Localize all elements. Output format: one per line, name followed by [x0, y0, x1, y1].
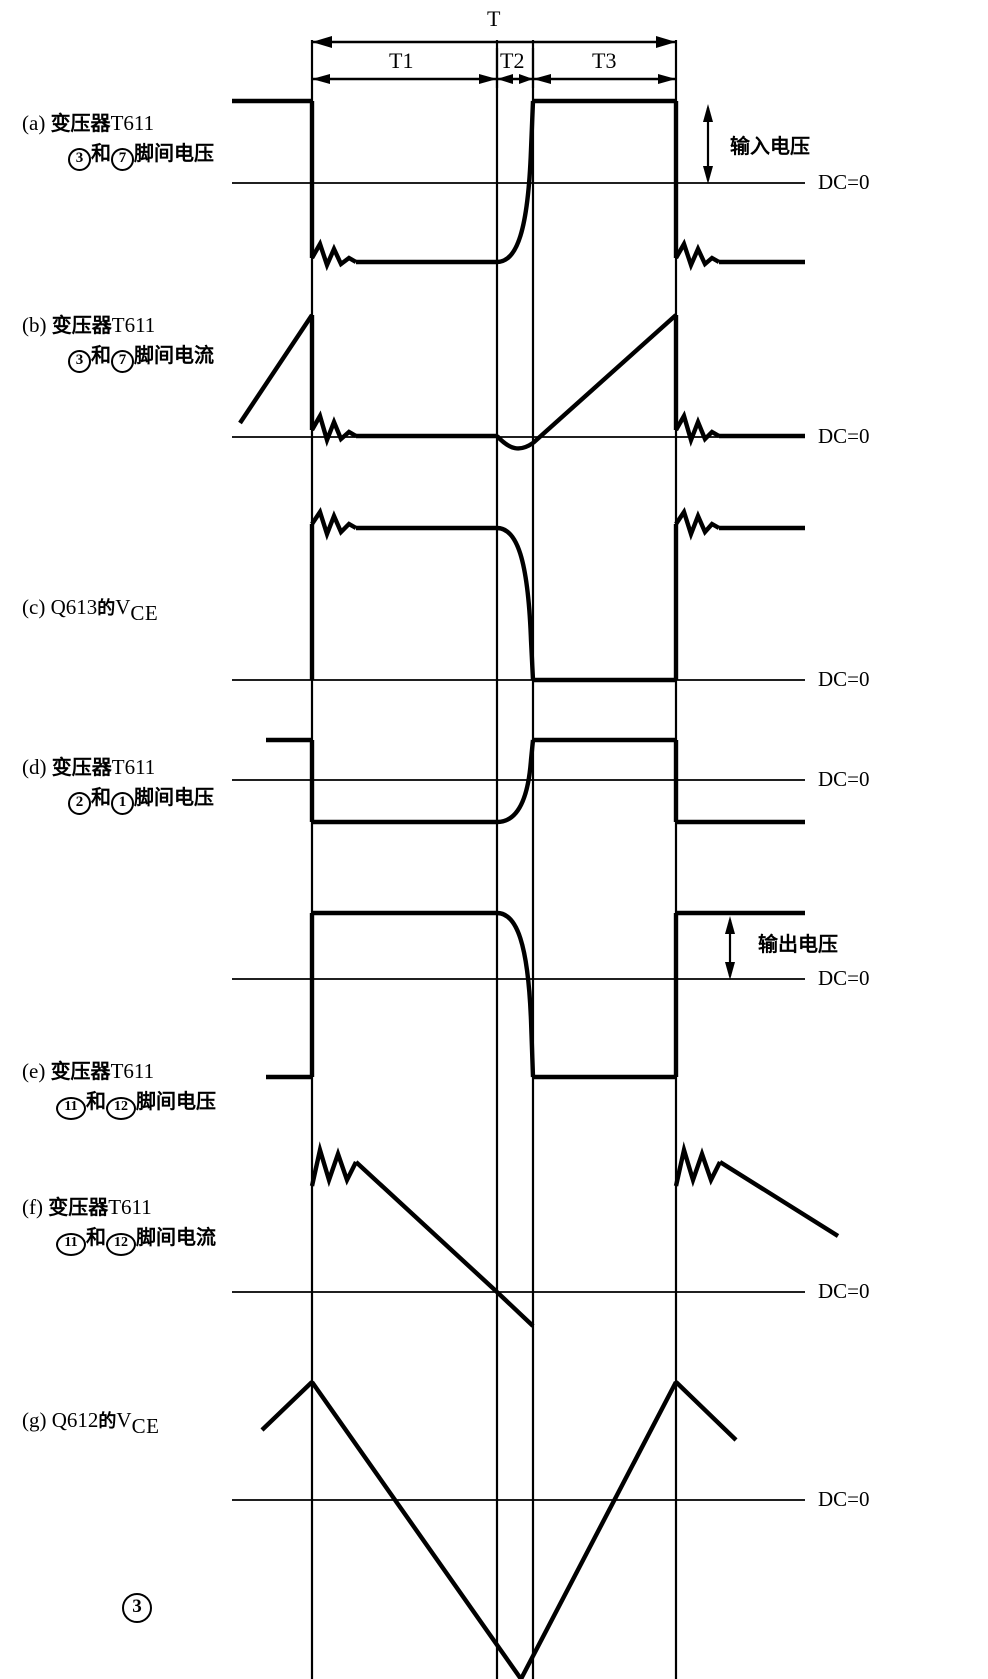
trace-label-c: (c) Q613的VCE — [22, 592, 158, 628]
interval-label-t2: T2 — [500, 48, 525, 73]
trace-f-part: T611 — [108, 1195, 152, 1219]
trace-e-line1-cn: 变压器 — [50, 1059, 111, 1083]
output-voltage-arrowheads — [725, 916, 735, 980]
input-voltage-label: 输入电压 — [730, 134, 810, 158]
trace-e-pin-a: 11 — [56, 1097, 86, 1120]
interval-brackets — [312, 48, 676, 88]
trace-a-line2-cn: 脚间电压 — [134, 141, 214, 165]
trace-tag-e: (e) — [22, 1059, 46, 1083]
trace-e-pin-b: 12 — [106, 1097, 136, 1120]
trace-a-conj: 和 — [91, 141, 111, 165]
trace-g-device: Q612 — [51, 1408, 99, 1432]
timing-gridlines — [310, 40, 678, 1679]
trace-e-part: T611 — [110, 1059, 155, 1083]
trace-c-device: Q613 — [50, 595, 98, 619]
baseline-label-b: DC=0 — [818, 424, 870, 448]
trace-tag-f: (f) — [22, 1195, 43, 1219]
trace-g-symbol: V — [116, 1408, 132, 1432]
trace-b-pin-a: 3 — [68, 350, 91, 373]
trace-c-symbol: V — [115, 595, 131, 619]
trace-b-part: T611 — [111, 313, 156, 337]
trace-a-pin-a: 3 — [68, 148, 91, 171]
trace-tag-d: (d) — [22, 755, 47, 779]
trace-b-pin-b: 7 — [111, 350, 134, 373]
baseline-label-g: DC=0 — [818, 1487, 870, 1511]
figure-number-value: 3 — [122, 1593, 152, 1623]
trace-a-line1-cn: 变压器 — [50, 111, 111, 135]
trace-c-waveform — [309, 506, 805, 683]
trace-f-pin-a: 11 — [56, 1233, 86, 1256]
trace-g-of: 的 — [98, 1411, 117, 1432]
baseline-label-f: DC=0 — [818, 1279, 870, 1303]
trace-g-subscript: CE — [131, 1413, 160, 1438]
trace-tag-g: (g) — [22, 1408, 47, 1432]
trace-b-waveform — [238, 313, 805, 451]
trace-f-waveform — [309, 1141, 840, 1328]
trace-d-line2-cn: 脚间电压 — [134, 785, 214, 809]
interval-label-t3: T3 — [592, 48, 617, 73]
trace-f-line2-cn: 脚间电流 — [136, 1225, 216, 1249]
baseline-label-e: DC=0 — [818, 966, 870, 990]
trace-a-part: T611 — [110, 111, 155, 135]
trace-label-g: (g) Q612的VCE — [22, 1405, 159, 1441]
baseline-label-c: DC=0 — [818, 667, 870, 691]
figure-number: 3 — [122, 1593, 152, 1623]
period-label: T — [487, 6, 501, 31]
trace-d-line1-cn: 变压器 — [51, 755, 112, 779]
trace-f-line1-cn: 变压器 — [48, 1195, 109, 1219]
trace-f-pin-b: 12 — [106, 1233, 136, 1256]
period-arrowheads — [312, 36, 676, 48]
trace-c-of: 的 — [97, 598, 116, 619]
trace-a-pin-b: 7 — [111, 148, 134, 171]
input-voltage-arrowheads — [703, 104, 713, 184]
baseline-label-d: DC=0 — [818, 767, 870, 791]
output-voltage-label: 输出电压 — [758, 932, 838, 956]
trace-e-conj: 和 — [86, 1089, 106, 1113]
trace-b-conj: 和 — [91, 343, 111, 367]
trace-a-waveform — [232, 98, 805, 272]
interval-label-t1: T1 — [389, 48, 414, 73]
trace-d-waveform — [266, 737, 805, 825]
trace-d-pin-a: 2 — [68, 792, 91, 815]
baseline-label-a: DC=0 — [818, 170, 870, 194]
trace-d-part: T611 — [111, 755, 156, 779]
trace-d-pin-b: 1 — [111, 792, 134, 815]
interval-arrowheads — [312, 74, 676, 84]
trace-tag-a: (a) — [22, 111, 46, 135]
trace-e-waveform — [266, 910, 805, 1080]
trace-g-waveform — [260, 1380, 738, 1679]
trace-c-subscript: CE — [130, 600, 159, 625]
trace-tag-b: (b) — [22, 313, 47, 337]
trace-d-conj: 和 — [91, 785, 111, 809]
trace-e-line2-cn: 脚间电压 — [136, 1089, 216, 1113]
trace-tag-c: (c) — [22, 595, 46, 619]
trace-f-conj: 和 — [86, 1225, 106, 1249]
trace-b-line1-cn: 变压器 — [51, 313, 112, 337]
trace-b-line2-cn: 脚间电流 — [134, 343, 214, 367]
